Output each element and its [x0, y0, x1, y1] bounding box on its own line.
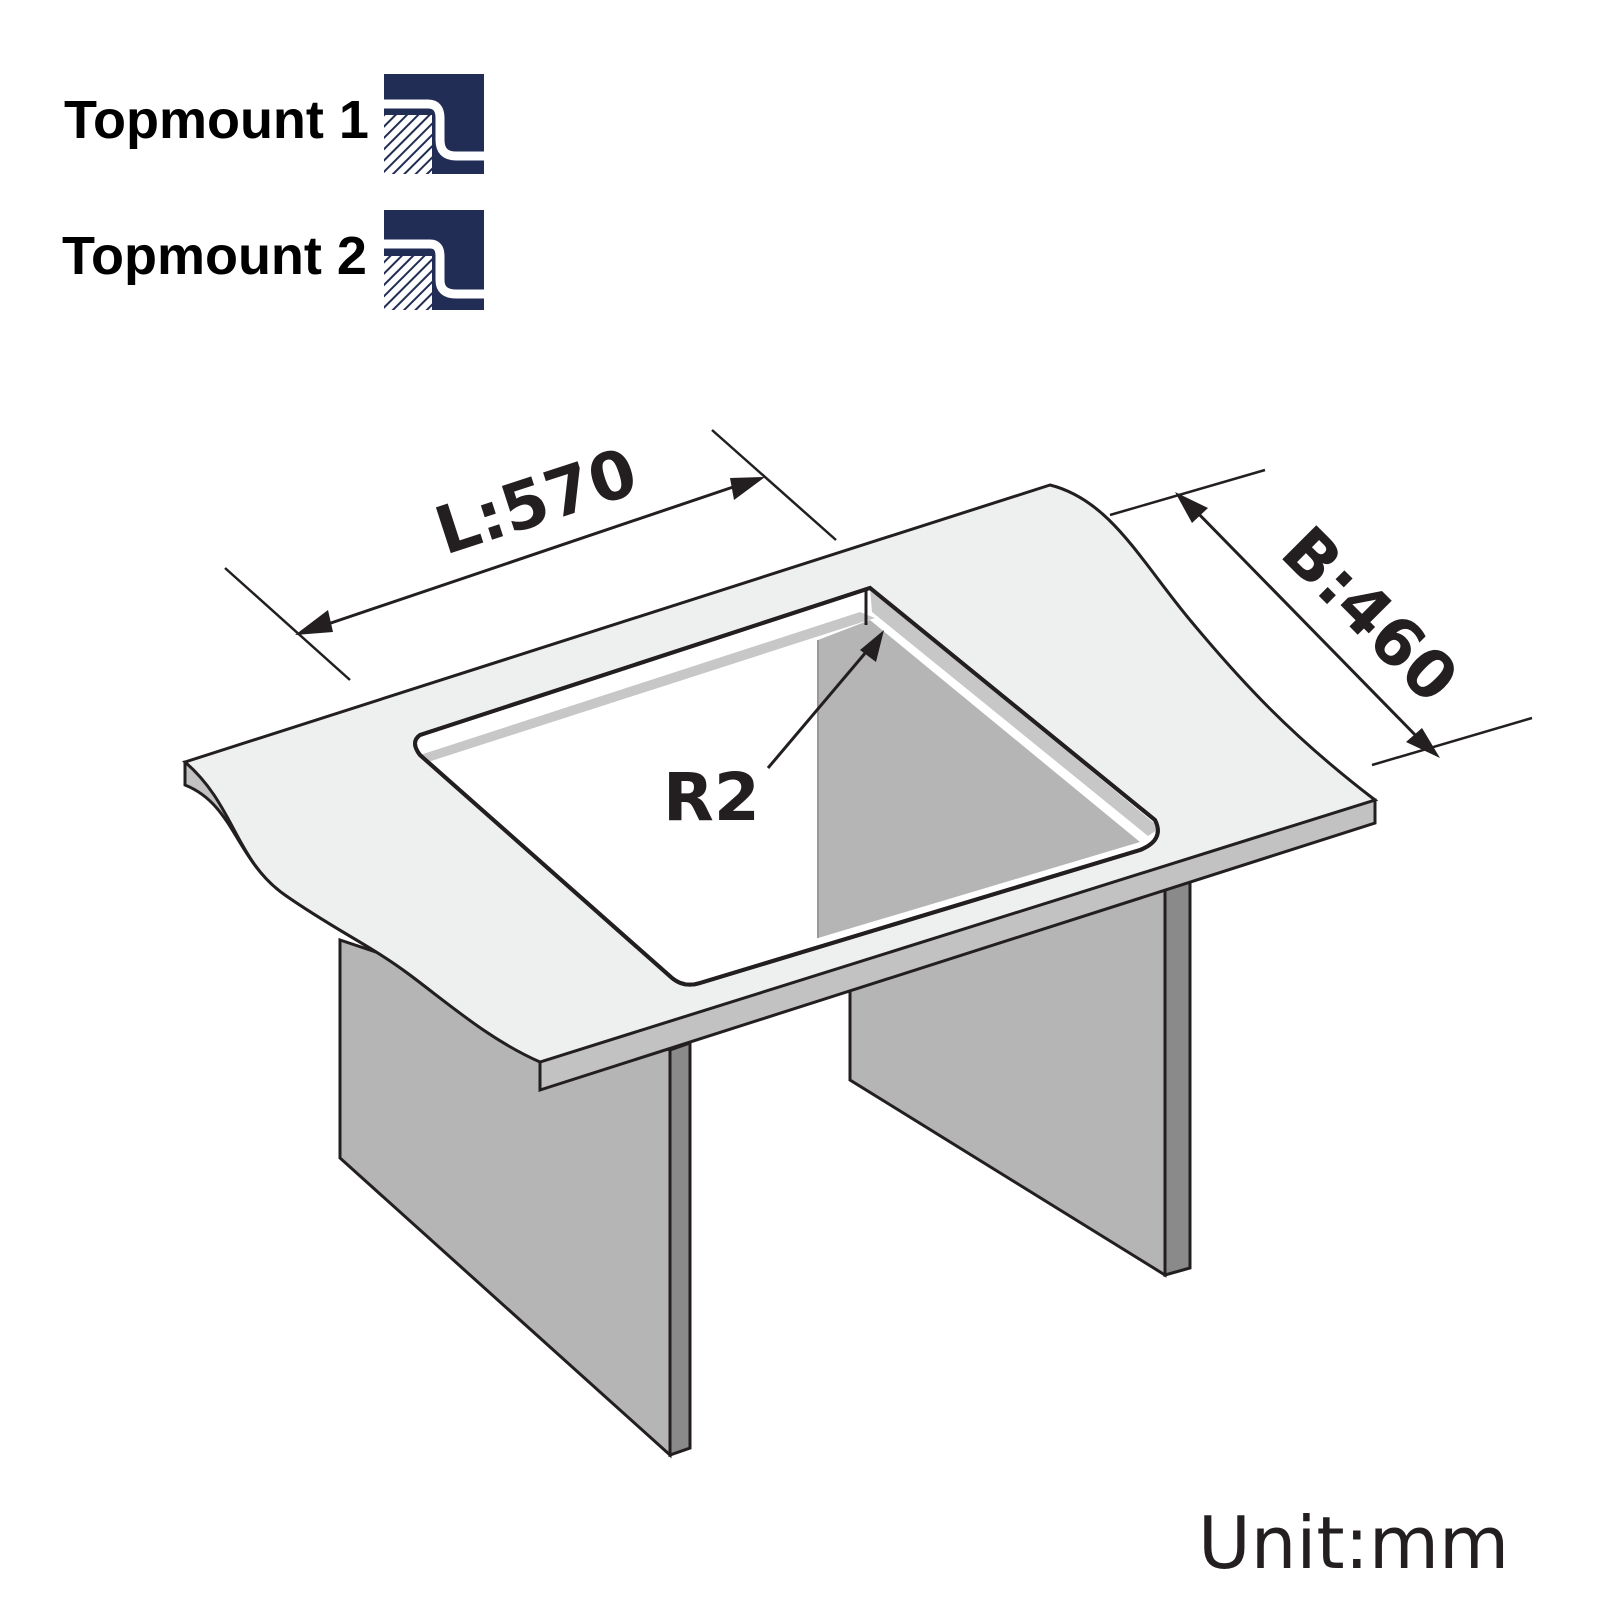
- legend-item-topmount-2: Topmount 2: [62, 210, 484, 310]
- radius-label: R2: [663, 759, 760, 836]
- length-label: L:570: [426, 433, 646, 570]
- legend-label-topmount-1: Topmount 1: [64, 90, 369, 150]
- sink-opening: [413, 585, 1160, 987]
- legend-label-topmount-2: Topmount 2: [62, 226, 367, 286]
- legend-item-topmount-1: Topmount 1: [64, 74, 484, 174]
- topmount-1-icon: [384, 74, 484, 174]
- topmount-2-icon: [384, 210, 484, 310]
- legend: Topmount 1 Topmount 2: [62, 74, 484, 310]
- unit-label: Unit:mm: [1198, 1501, 1509, 1585]
- radius-callout: R2: [663, 630, 884, 836]
